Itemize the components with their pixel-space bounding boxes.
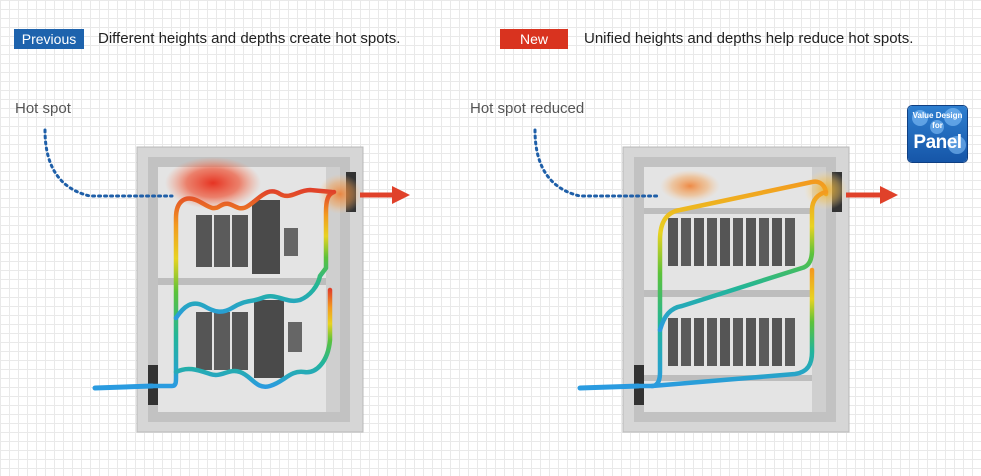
new-badge: New [500,29,568,49]
lower-unified-components [668,318,795,366]
logo-bubble [948,136,966,154]
previous-badge: Previous [14,29,84,49]
previous-caption: Different heights and depths create hot … [98,30,401,47]
outlet-glow [318,174,362,214]
upper-unified-components [668,218,795,266]
reduced-hot-spot-glow [660,170,720,202]
new-inflow [577,383,641,391]
logo-bubble [930,120,944,134]
hot-spot-reduced-leader [533,128,662,198]
logo-line-2: for [932,121,943,130]
previous-outflow-arrow [360,186,410,204]
new-outflow-arrow [846,186,898,204]
new-airflow [633,179,829,389]
logo-bubble [944,108,962,126]
previous-inflow [92,383,155,391]
logo-line-1: Value Design [912,111,963,120]
previous-airflow [147,187,337,389]
hot-spot-glow [165,157,261,209]
lower-components [196,300,302,378]
upper-components [196,200,298,274]
new-caption: Unified heights and depths help reduce h… [584,30,914,47]
din-rail-divider [158,278,326,285]
hot-spot-reduced-label: Hot spot reduced [470,100,585,117]
hot-spot-leader [43,128,174,198]
hot-spot-label: Hot spot [15,100,71,117]
logo-line-3: Panel [913,132,962,153]
value-design-for-panel-logo: Value Design for Panel [908,106,967,162]
logo-bubble [912,110,928,126]
